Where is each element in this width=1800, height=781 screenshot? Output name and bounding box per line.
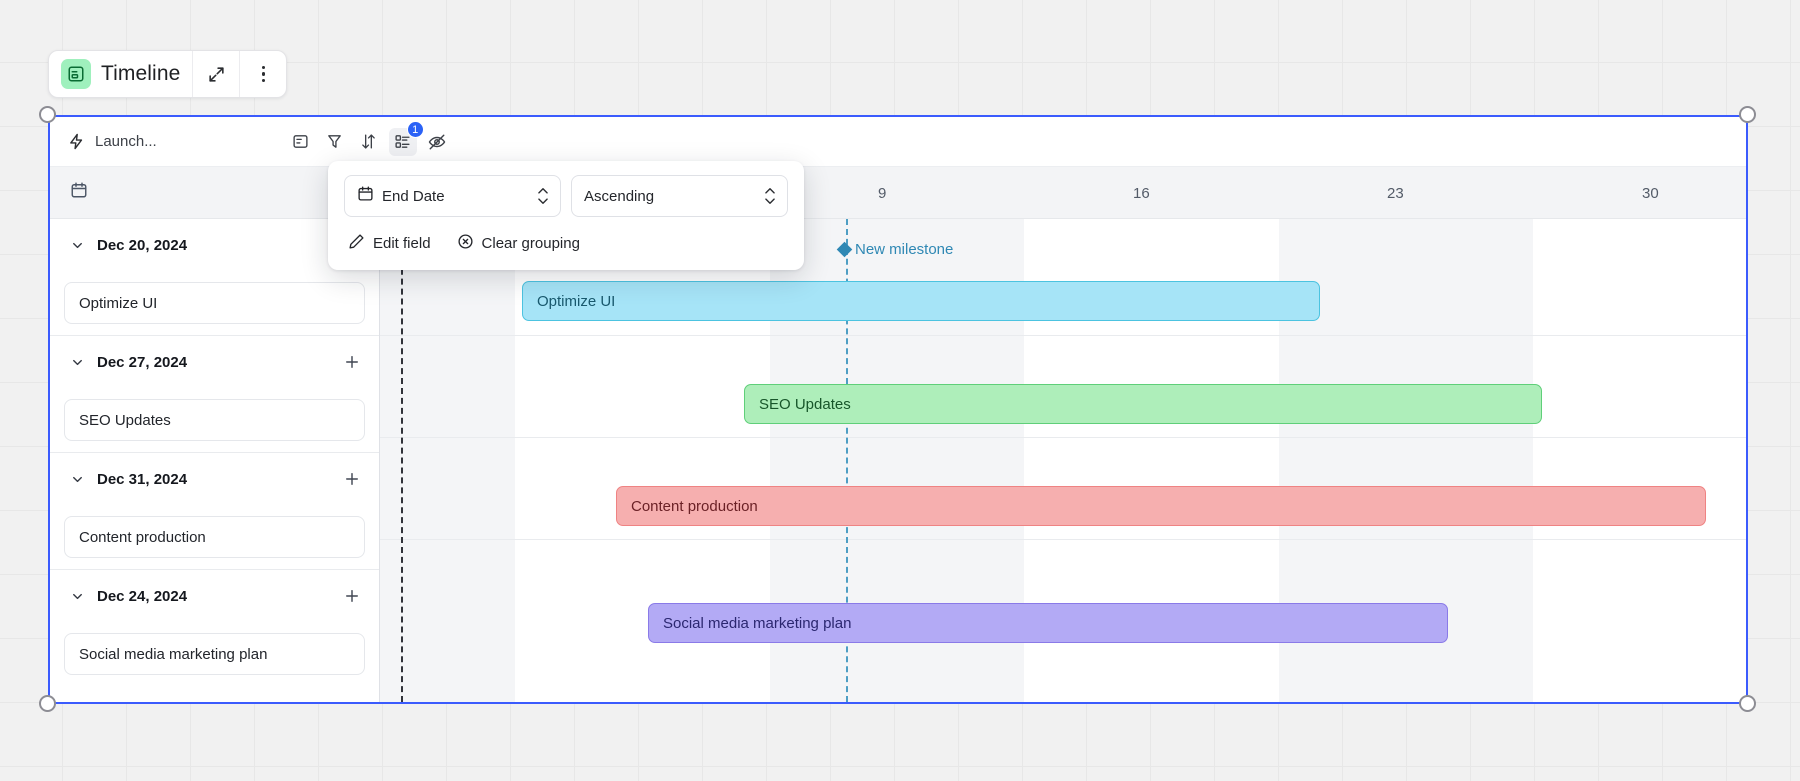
add-task-button[interactable] bbox=[343, 470, 361, 488]
chevron-down-icon[interactable] bbox=[70, 238, 85, 253]
group-header[interactable]: Dec 31, 2024 bbox=[50, 453, 379, 505]
grouping-actions: Edit field Clear grouping bbox=[344, 233, 788, 254]
group-label: Dec 20, 2024 bbox=[97, 236, 188, 254]
clear-grouping-label: Clear grouping bbox=[481, 235, 580, 252]
add-task-button[interactable] bbox=[343, 353, 361, 371]
divider bbox=[380, 437, 1746, 438]
edit-field-button[interactable]: Edit field bbox=[348, 233, 431, 254]
group-order-value: Ascending bbox=[584, 187, 655, 205]
list-item[interactable]: Social media marketing plan bbox=[50, 622, 379, 686]
group-header[interactable]: Dec 20, 2024 bbox=[50, 219, 379, 271]
today-line bbox=[846, 219, 848, 702]
resize-handle-bottom-left[interactable] bbox=[39, 695, 56, 712]
timeline-widget-frame[interactable]: Launch... bbox=[48, 115, 1748, 704]
resize-handle-bottom-right[interactable] bbox=[1739, 695, 1756, 712]
divider bbox=[50, 452, 379, 453]
gantt-bar[interactable]: SEO Updates bbox=[744, 384, 1542, 424]
edit-field-label: Edit field bbox=[373, 235, 431, 252]
widget-body: Dec 20, 2024 Optimize UI Dec 27, 2024 SE… bbox=[50, 167, 1746, 702]
page-title: Timeline bbox=[101, 62, 181, 85]
clear-grouping-button[interactable]: Clear grouping bbox=[457, 233, 580, 254]
title-segment: Timeline bbox=[49, 51, 194, 97]
pencil-icon bbox=[348, 233, 365, 254]
fields-icon[interactable] bbox=[287, 128, 315, 156]
task-name[interactable]: SEO Updates bbox=[64, 399, 365, 441]
list-item[interactable]: Optimize UI bbox=[50, 271, 379, 335]
kebab-menu-icon bbox=[252, 63, 274, 85]
group-label: Dec 31, 2024 bbox=[97, 470, 188, 488]
expand-button[interactable] bbox=[193, 51, 241, 97]
group-field-value: End Date bbox=[382, 187, 445, 205]
lightning-bolt-icon bbox=[68, 133, 85, 150]
widget-menu-button[interactable] bbox=[240, 51, 286, 97]
group-order-select[interactable]: Ascending bbox=[571, 175, 788, 217]
group-field-select[interactable]: End Date bbox=[344, 175, 561, 217]
milestone-marker[interactable]: New milestone bbox=[836, 241, 954, 258]
timeline-grid[interactable]: New milestone Optimize UI SEO Updates Co… bbox=[380, 219, 1746, 702]
list-item[interactable]: SEO Updates bbox=[50, 388, 379, 452]
expand-diagonal-icon bbox=[205, 63, 227, 85]
gantt-bar-label: Social media marketing plan bbox=[663, 614, 852, 632]
task-list-header bbox=[50, 167, 379, 219]
grouping-popover[interactable]: End Date Ascending Edit field bbox=[328, 161, 804, 270]
calendar-icon bbox=[70, 181, 88, 204]
chevron-down-icon[interactable] bbox=[70, 589, 85, 604]
chevron-down-icon[interactable] bbox=[70, 355, 85, 370]
circle-x-icon bbox=[457, 233, 474, 254]
add-task-button[interactable] bbox=[343, 587, 361, 605]
group-header[interactable]: Dec 24, 2024 bbox=[50, 570, 379, 622]
list-boundary-line bbox=[401, 219, 403, 702]
task-name[interactable]: Content production bbox=[64, 516, 365, 558]
resize-handle-top-left[interactable] bbox=[39, 106, 56, 123]
gantt-bar-label: SEO Updates bbox=[759, 395, 851, 413]
divider bbox=[380, 335, 1746, 336]
diamond-icon bbox=[836, 241, 853, 258]
divider bbox=[50, 569, 379, 570]
filter-icon[interactable] bbox=[321, 128, 349, 156]
chevron-down-icon[interactable] bbox=[70, 472, 85, 487]
gantt-bar-label: Optimize UI bbox=[537, 292, 616, 310]
calendar-icon bbox=[357, 185, 374, 207]
group-header[interactable]: Dec 27, 2024 bbox=[50, 336, 379, 388]
chevron-updown-icon[interactable] bbox=[536, 186, 550, 206]
divider bbox=[380, 539, 1746, 540]
resize-handle-top-right[interactable] bbox=[1739, 106, 1756, 123]
document-timeline-icon bbox=[61, 59, 91, 89]
task-name[interactable]: Optimize UI bbox=[64, 282, 365, 324]
timeline-tick: 16 bbox=[1133, 184, 1150, 202]
task-name[interactable]: Social media marketing plan bbox=[64, 633, 365, 675]
sort-icon[interactable] bbox=[355, 128, 383, 156]
eye-off-icon[interactable] bbox=[423, 128, 451, 156]
gantt-bar[interactable]: Social media marketing plan bbox=[648, 603, 1448, 643]
gantt-bar[interactable]: Content production bbox=[616, 486, 1706, 526]
toolbar-icon-group: 1 bbox=[287, 120, 451, 156]
chevron-updown-icon[interactable] bbox=[763, 186, 777, 206]
task-list-pane: Dec 20, 2024 Optimize UI Dec 27, 2024 SE… bbox=[50, 167, 380, 702]
timeline-tick: 30 bbox=[1642, 184, 1659, 202]
list-item[interactable]: Content production bbox=[50, 505, 379, 569]
group-icon[interactable]: 1 bbox=[388, 120, 424, 156]
divider bbox=[50, 335, 379, 336]
group-label: Dec 24, 2024 bbox=[97, 587, 188, 605]
timeline-tick: 9 bbox=[878, 184, 887, 202]
milestone-label: New milestone bbox=[855, 241, 954, 258]
gantt-bar[interactable]: Optimize UI bbox=[522, 281, 1320, 321]
widget-title-chip: Timeline bbox=[48, 50, 288, 98]
gantt-bar-label: Content production bbox=[631, 497, 758, 515]
view-name-label[interactable]: Launch... bbox=[95, 133, 157, 150]
group-label: Dec 27, 2024 bbox=[97, 353, 188, 371]
grouping-selects-row: End Date Ascending bbox=[344, 175, 788, 217]
timeline-tick: 23 bbox=[1387, 184, 1404, 202]
widget-toolbar: Launch... bbox=[50, 117, 1746, 167]
group-count-badge: 1 bbox=[406, 120, 424, 138]
